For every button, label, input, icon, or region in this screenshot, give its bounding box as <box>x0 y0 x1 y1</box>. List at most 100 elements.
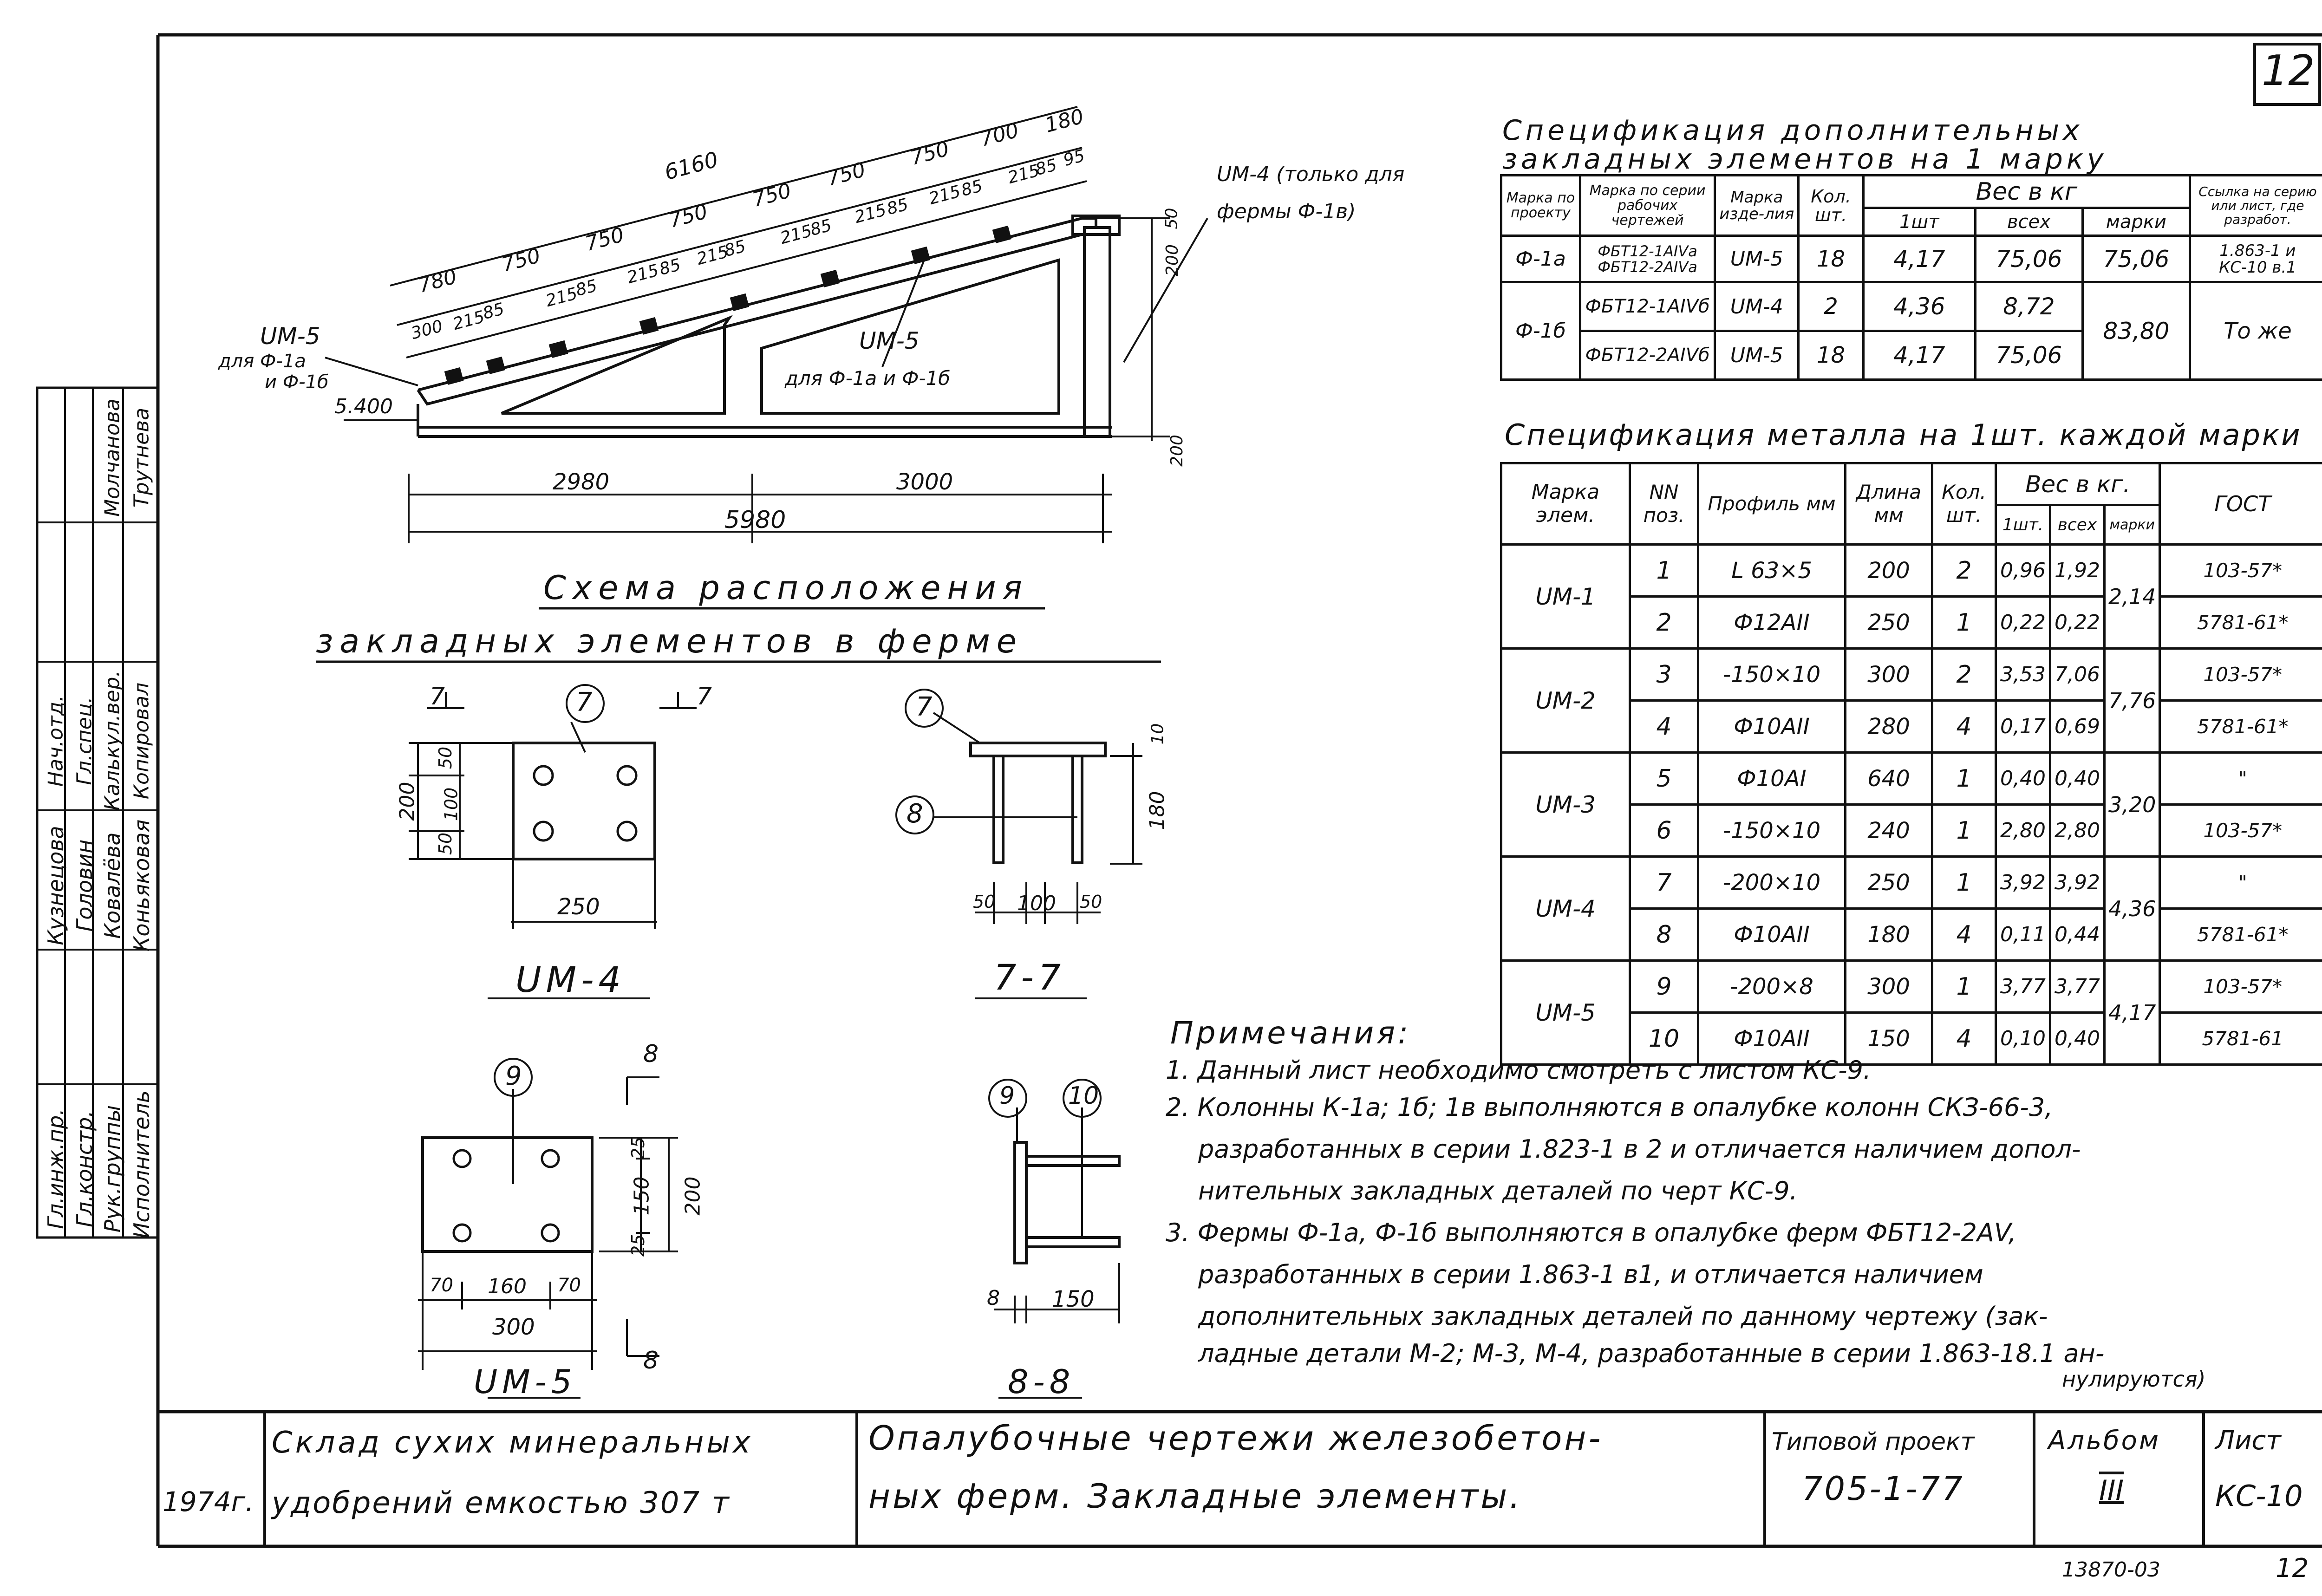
spec1-header: Марка изде-лия <box>1714 174 1800 237</box>
project-label: Типовой проект <box>1772 1428 1975 1456</box>
spec1-header: Вес в кг <box>1862 174 2191 209</box>
spec2-cell: UM-2 <box>1500 647 1631 754</box>
bottom-number: 12 <box>2276 1553 2309 1583</box>
spec2-cell: 0,22 <box>1995 595 2051 650</box>
note-line: 2. Колонны К-1а; 1б; 1в выполняются в оп… <box>1166 1093 2053 1122</box>
spec2-cell: 0,40 <box>1995 751 2051 806</box>
corner-sheet-number: 12 <box>2262 46 2315 95</box>
note-line: 3. Фермы Ф-1а, Ф-1б выполняются в опалуб… <box>1166 1218 2016 1247</box>
spec2-table: Марка элем. NN поз. Профиль мм Длина мм … <box>1500 462 2322 1066</box>
spec2-cell: 2,14 <box>2103 543 2161 650</box>
spec2-cell: 6 <box>1629 803 1699 858</box>
spec1-cell: UM-4 <box>1714 281 1800 332</box>
spec1-header: Ссылка на серию или лист, где разработ. <box>2188 174 2322 237</box>
spec1-cell: 18 <box>1797 330 1865 381</box>
spec2-cell: UM-4 <box>1500 855 1631 962</box>
spec2-header: NN поз. <box>1629 462 1699 546</box>
spec1-cell: 4,36 <box>1862 281 1976 332</box>
spec2-cell: 4 <box>1931 699 1997 754</box>
spec2-cell: 103-57* <box>2159 803 2322 858</box>
note-line: ладные детали М-2; М-3, М-4, разработанн… <box>1198 1339 2105 1368</box>
spec2-cell: 2,80 <box>2049 803 2106 858</box>
year: 1974г. <box>163 1486 254 1518</box>
spec2-cell: 1 <box>1931 855 1997 910</box>
spec2-cell: " <box>2159 751 2322 806</box>
spec2-cell: 0,10 <box>1995 1011 2051 1066</box>
spec2-cell: 3,53 <box>1995 647 2051 702</box>
spec2-cell: 4,36 <box>2103 855 2161 962</box>
spec1-cell: 2 <box>1797 281 1865 332</box>
spec2-cell: 3 <box>1629 647 1699 702</box>
spec2-header: Вес в кг. <box>1994 462 2161 506</box>
spec2-cell: Ф12АII <box>1697 595 1846 650</box>
spec1-title-line: Спецификация дополнительных <box>1502 114 2083 147</box>
spec2-cell: 640 <box>1844 751 1933 806</box>
spec1-cell: 18 <box>1797 235 1865 283</box>
spec2-header: всех <box>2049 504 2106 546</box>
spec2-cell: 1,92 <box>2049 543 2106 598</box>
spec2-cell: 2 <box>1931 543 1997 598</box>
spec2-cell: 1 <box>1931 751 1997 806</box>
spec2-cell: 0,17 <box>1995 699 2051 754</box>
spec2-cell: 2 <box>1931 647 1997 702</box>
spec2-cell: Ф10АII <box>1697 699 1846 754</box>
spec1-cell: 75,06 <box>1974 235 2084 283</box>
spec2-cell: 0,44 <box>2049 907 2106 962</box>
spec1-cell: 75,06 <box>1974 330 2084 381</box>
spec2-cell: 2 <box>1629 595 1699 650</box>
spec1-cell: 8,72 <box>1974 281 2084 332</box>
spec1-cell: 1.863-1 и КС-10 в.1 <box>2188 235 2322 283</box>
spec2-cell: 5 <box>1629 751 1699 806</box>
spec1-table: Марка по проекту Марка по серии рабочих … <box>1500 174 2322 381</box>
spec2-cell: -200×10 <box>1697 855 1846 910</box>
spec2-cell: 1 <box>1931 803 1997 858</box>
spec2-cell: L 63×5 <box>1697 543 1846 598</box>
note-line: дополнительных закладных деталей по данн… <box>1198 1302 2048 1331</box>
spec2-header: марки <box>2103 504 2161 546</box>
spec2-header: ГОСТ <box>2159 462 2322 546</box>
spec2-cell: 5781-61 <box>2159 1011 2322 1066</box>
spec2-cell: Ф10АI <box>1697 751 1846 806</box>
spec1-cell: То же <box>2188 281 2322 381</box>
spec2-cell: 9 <box>1629 959 1699 1014</box>
spec2-cell: 180 <box>1844 907 1933 962</box>
spec2-cell: 7,76 <box>2103 647 2161 754</box>
spec2-cell: 7 <box>1629 855 1699 910</box>
spec1-cell: UM-5 <box>1714 330 1800 381</box>
note-line: нулируются) <box>2062 1367 2206 1392</box>
sheet-title: ных ферм. Закладные элементы. <box>868 1477 1523 1516</box>
spec1-cell: ФБТ12-1АIVа ФБТ12-2АIVа <box>1578 235 1716 283</box>
spec2-cell: UM-1 <box>1500 543 1631 650</box>
spec1-header: марки <box>2081 207 2191 237</box>
spec1-cell: 75,06 <box>2081 235 2191 283</box>
spec2-cell: -200×8 <box>1697 959 1846 1014</box>
spec2-cell: 4 <box>1931 1011 1997 1066</box>
spec2-cell: 3,77 <box>2049 959 2106 1014</box>
spec1-header: Кол. шт. <box>1797 174 1865 237</box>
sheet-value: КС-10 <box>2215 1479 2303 1513</box>
spec2-cell: 0,96 <box>1995 543 2051 598</box>
spec1-cell: Ф-1б <box>1500 281 1581 381</box>
spec2-cell: UM-5 <box>1500 959 1631 1066</box>
album-value: III <box>2099 1474 2124 1507</box>
spec1-cell: 83,80 <box>2081 281 2191 381</box>
spec2-cell: 0,40 <box>2049 1011 2106 1066</box>
spec2-cell: 10 <box>1629 1011 1699 1066</box>
spec1-title-line: закладных элементов на 1 марку <box>1502 143 2107 176</box>
spec2-cell: 103-57* <box>2159 543 2322 598</box>
spec2-cell: 3,92 <box>2049 855 2106 910</box>
spec2-cell: 300 <box>1844 959 1933 1014</box>
spec2-cell: 150 <box>1844 1011 1933 1066</box>
spec1-header: 1шт <box>1862 207 1976 237</box>
spec1-cell: Ф-1а <box>1500 235 1581 283</box>
spec2-cell: 1 <box>1931 595 1997 650</box>
spec2-cell: 3,92 <box>1995 855 2051 910</box>
spec2-cell: 103-57* <box>2159 959 2322 1014</box>
spec1-header: всех <box>1974 207 2084 237</box>
spec2-cell: 4 <box>1629 699 1699 754</box>
